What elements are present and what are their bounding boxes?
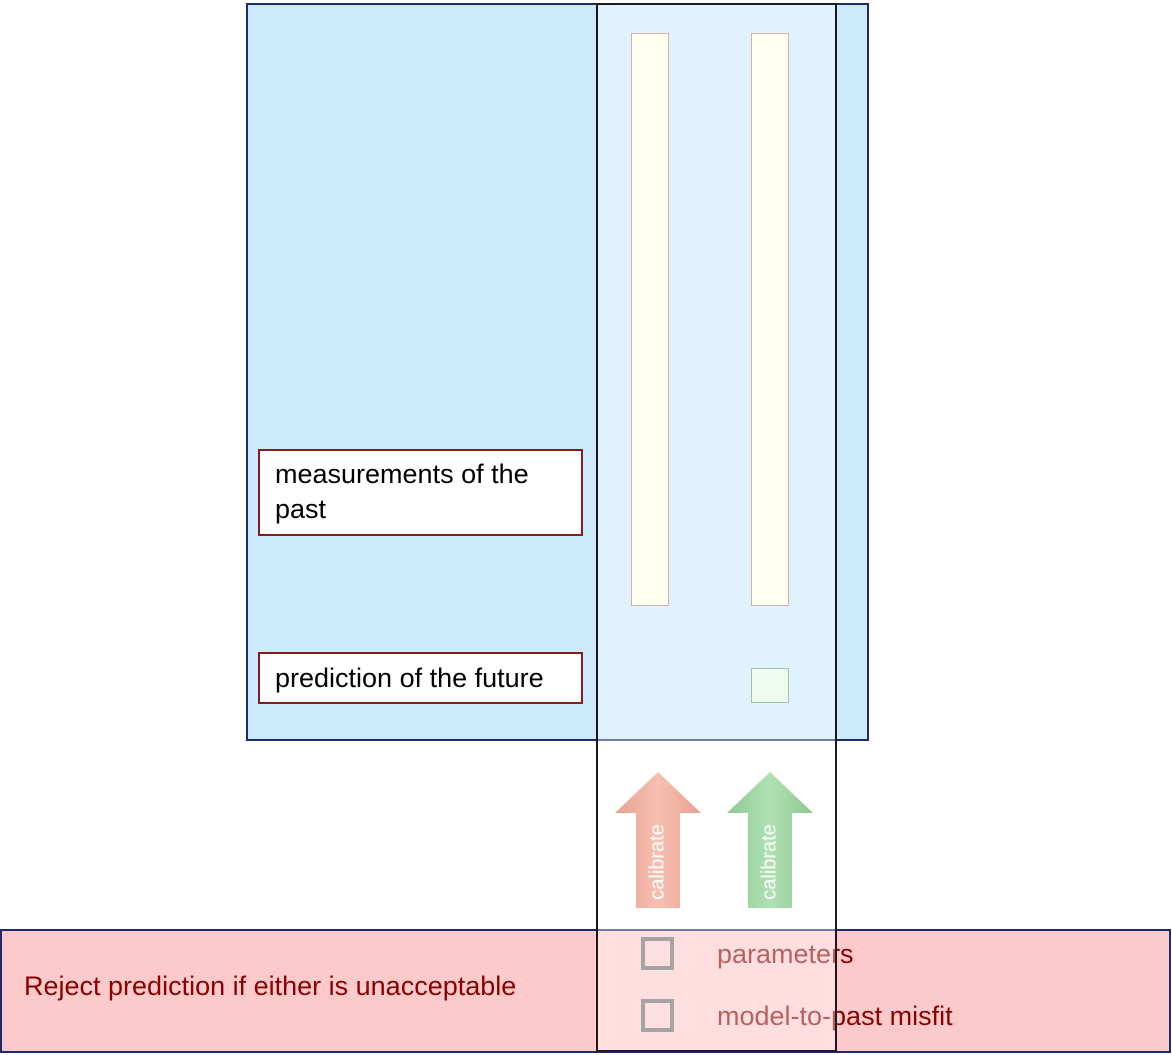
up-arrow-icon	[615, 772, 701, 908]
parameters-label: parameters	[717, 939, 854, 969]
reject-text: Reject prediction if either is unaccepta…	[24, 971, 517, 1001]
reject-panel	[0, 929, 1171, 1053]
past-data-bar-left	[631, 33, 669, 606]
calibrate-arrow-red: calibrate	[613, 770, 703, 910]
future-prediction-label: prediction of the future	[258, 652, 583, 704]
misfit-checkbox[interactable]	[641, 999, 674, 1032]
past-measurements-label: measurements of the past	[258, 449, 583, 536]
misfit-label: model-to-past misfit	[717, 1001, 953, 1031]
past-data-bar-right	[751, 33, 789, 606]
model-column-overlay	[596, 3, 837, 1052]
calibrate-arrow-green: calibrate	[725, 770, 815, 910]
prediction-square	[751, 668, 789, 703]
up-arrow-icon	[727, 772, 813, 908]
parameters-checkbox[interactable]	[641, 937, 674, 970]
